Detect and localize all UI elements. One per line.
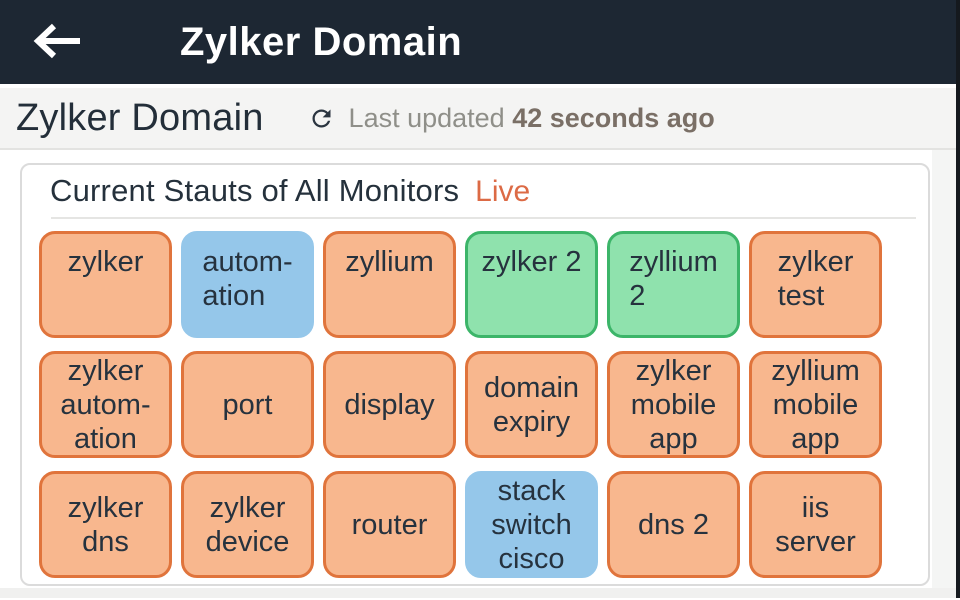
monitor-tile[interactable]: domain expiry [465,351,598,458]
right-edge-bar [956,0,960,598]
panel-header: Current Stauts of All Monitors Live [22,173,928,213]
monitor-label: autom- ation [202,246,293,312]
monitor-label: zylker mobile app [630,354,717,455]
monitor-label: zyllium mobile app [771,354,860,455]
back-button[interactable] [28,18,88,66]
monitor-tile[interactable]: zylker [39,231,172,338]
monitor-tile[interactable]: autom- ation [181,231,314,338]
last-updated-value: 42 seconds ago [512,102,715,133]
monitor-label: stack switch cisco [491,474,572,575]
monitor-tile[interactable]: zylker device [181,471,314,578]
page-title: Zylker Domain [180,19,463,64]
monitor-tile[interactable]: display [323,351,456,458]
right-gutter [932,150,956,598]
monitors-panel: Current Stauts of All Monitors Live zylk… [20,163,930,586]
monitor-tile[interactable]: zyllium mobile app [749,351,882,458]
domain-title: Zylker Domain [16,96,264,139]
monitor-tile[interactable]: dns 2 [607,471,740,578]
monitor-tile[interactable]: zylker dns [39,471,172,578]
monitor-label: router [351,508,428,541]
panel-divider [51,217,916,219]
monitor-label: zylker device [205,491,290,558]
monitor-label: dns 2 [638,508,709,541]
monitor-label: zylker 2 [481,246,582,278]
monitor-tile[interactable]: stack switch cisco [465,471,598,578]
monitor-tile[interactable]: zylker autom- ation [39,351,172,458]
panel-title: Current Stauts of All Monitors [50,173,460,208]
monitor-tile[interactable]: iis server [749,471,882,578]
monitor-label: iis server [775,491,856,558]
monitor-label: port [222,388,273,421]
live-badge: Live [475,175,531,208]
monitor-tile[interactable]: zyllium [323,231,456,338]
monitor-tile[interactable]: zylker 2 [465,231,598,338]
monitor-label: zyllium 2 [629,246,718,312]
sub-header: Zylker Domain Last updated 42 seconds ag… [0,88,960,150]
last-updated-label: Last updated [348,102,505,133]
monitor-grid: zylker autom- ation zyllium zylker 2 zyllium… [22,231,928,578]
monitor-label: zylker [67,246,144,278]
monitor-label: zylker dns [67,491,144,558]
monitor-label: zyllium [345,246,434,278]
monitor-tile[interactable]: port [181,351,314,458]
monitor-label: zylker autom- ation [60,354,151,455]
refresh-icon [308,105,335,132]
monitor-tile[interactable]: zyllium 2 [607,231,740,338]
monitor-tile[interactable]: zylker test [749,231,882,338]
monitor-label: display [344,388,435,421]
bottom-gutter [0,588,956,598]
back-arrow-icon [30,21,86,64]
monitor-tile[interactable]: router [323,471,456,578]
monitor-label: zylker test [777,246,854,312]
monitor-tile[interactable]: zylker mobile app [607,351,740,458]
last-updated-text: Last updated 42 seconds ago [349,103,715,134]
monitor-label: domain expiry [483,371,580,438]
refresh-button[interactable] [308,105,335,132]
app-bar: Zylker Domain [0,0,960,84]
